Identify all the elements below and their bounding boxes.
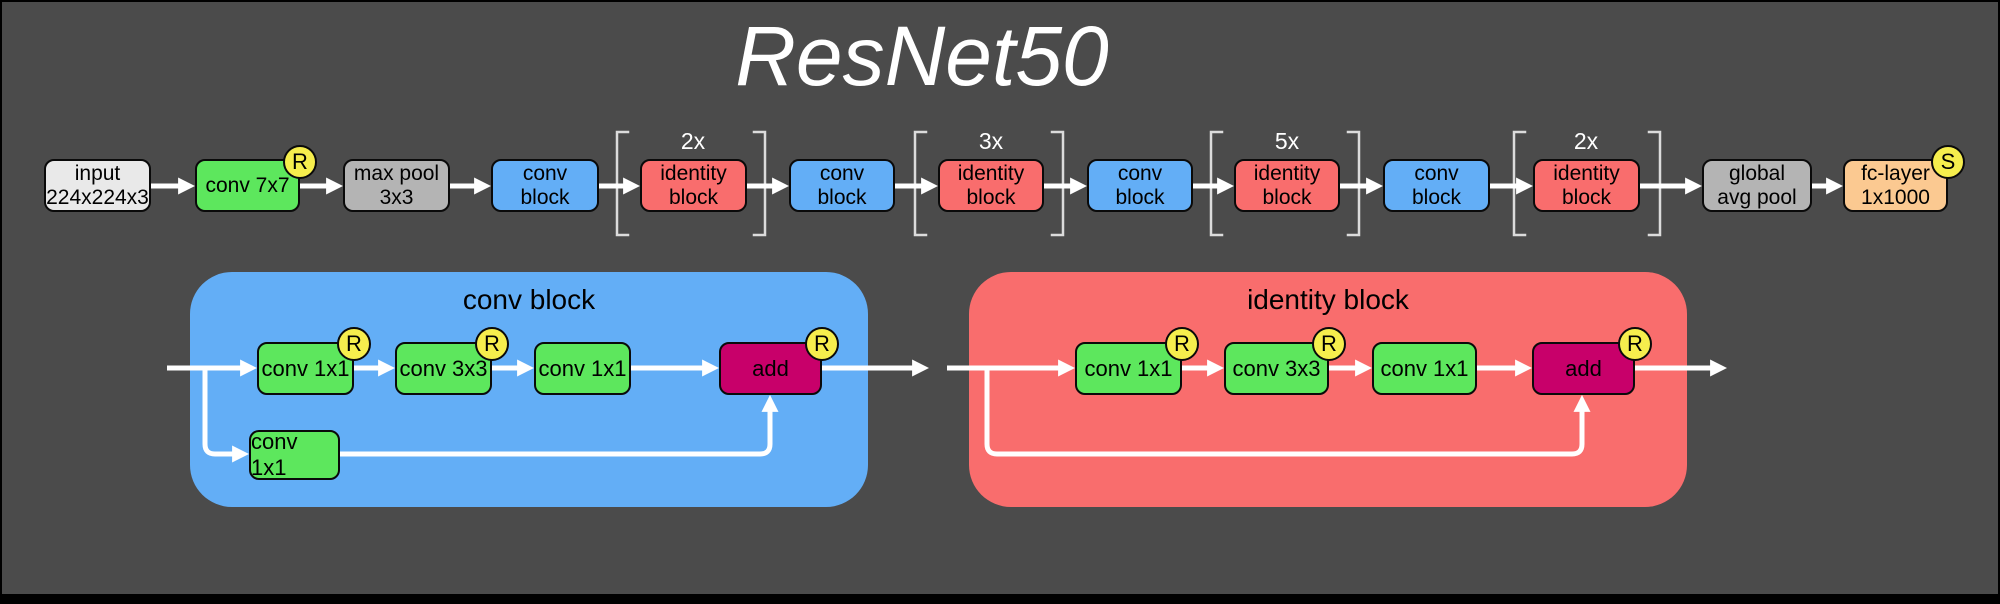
node-label: fc-layer <box>1861 161 1930 185</box>
node-label: identity <box>660 161 727 185</box>
node-label: conv 7x7 <box>205 173 290 197</box>
pipeline-node-convblock-2: conv block <box>789 159 895 212</box>
conv-1x1-box: conv 1x1 <box>1075 342 1182 395</box>
node-label: input <box>74 161 121 185</box>
pipeline-node-fclayer: fc-layer 1x1000 <box>1843 159 1948 212</box>
node-label: identity <box>957 161 1025 185</box>
box-label: conv 3x3 <box>399 355 488 381</box>
box-label: conv 1x1 <box>1380 355 1469 381</box>
conv-1x1-box: conv 1x1 <box>257 342 354 395</box>
node-label: block <box>1411 185 1462 209</box>
conv-3x3-box: conv 3x3 <box>395 342 492 395</box>
softmax-badge: S <box>1931 145 1965 179</box>
box-label: conv 1x1 <box>538 355 627 381</box>
node-label: 224x224x3 <box>46 185 149 209</box>
node-label: identity <box>1253 161 1321 185</box>
node-label: conv <box>1414 161 1459 185</box>
shortcut-conv-1x1-box: conv 1x1 <box>249 429 340 480</box>
box-label: conv 1x1 <box>1084 355 1173 381</box>
pipeline-node-convblock-1: conv block <box>491 159 599 212</box>
node-label: conv <box>819 161 865 185</box>
conv-1x1-box: conv 1x1 <box>1372 342 1477 395</box>
node-label: block <box>668 185 719 209</box>
identity-block-wiring <box>947 359 1728 457</box>
pipeline-node-identityblock-3: identity block <box>1234 159 1340 212</box>
pipeline-node-identityblock-1: identity block <box>640 159 747 212</box>
add-box: add <box>1532 342 1635 395</box>
relu-badge: R <box>337 327 371 361</box>
pipeline-node-identityblock-4: identity block <box>1533 159 1640 212</box>
repeat-count-label: 2x <box>1573 128 1599 154</box>
node-label: block <box>1115 185 1165 209</box>
pipeline-node-conv7x7: conv 7x7 <box>195 159 300 212</box>
pipeline-node-globalavgpool: global avg pool <box>1702 159 1812 212</box>
node-label: 1x1000 <box>1861 185 1930 209</box>
box-label: conv 1x1 <box>261 355 350 381</box>
relu-badge: R <box>475 327 509 361</box>
conv-3x3-box: conv 3x3 <box>1224 342 1329 395</box>
conv-1x1-box: conv 1x1 <box>534 342 631 395</box>
relu-badge: R <box>1165 327 1199 361</box>
node-label: global <box>1728 161 1786 185</box>
node-label: conv <box>522 161 568 185</box>
node-label: block <box>1262 185 1312 209</box>
box-label: conv 3x3 <box>1232 355 1321 381</box>
node-label: block <box>966 185 1016 209</box>
node-label: avg pool <box>1717 185 1797 209</box>
repeat-count-label: 5x <box>1274 128 1300 154</box>
conv-block-title: conv block <box>462 284 596 315</box>
node-label: max pool <box>353 161 440 185</box>
pipeline-node-maxpool: max pool 3x3 <box>343 159 450 212</box>
box-label: conv 1x1 <box>251 429 298 480</box>
node-label: 3x3 <box>379 185 414 209</box>
pipeline-node-convblock-3: conv block <box>1087 159 1193 212</box>
add-box: add <box>719 342 822 395</box>
repeat-count-label: 3x <box>978 128 1004 154</box>
node-label: block <box>520 185 570 209</box>
pipeline-node-identityblock-2: identity block <box>938 159 1044 212</box>
conv-block-wiring <box>167 359 930 463</box>
box-label: add <box>1565 355 1602 381</box>
box-label: add <box>752 355 789 381</box>
identity-block-title: identity block <box>1247 284 1409 315</box>
pipeline-node-convblock-4: conv block <box>1383 159 1490 212</box>
repeat-count-label: 2x <box>680 128 706 154</box>
node-label: block <box>1561 185 1612 209</box>
diagram-canvas: ResNet50 <box>2 2 1998 594</box>
relu-badge: R <box>805 327 839 361</box>
diagram-title: ResNet50 <box>735 9 1109 103</box>
node-label: identity <box>1553 161 1620 185</box>
node-label: block <box>817 185 867 209</box>
relu-badge: R <box>283 145 317 179</box>
pipeline-node-input: input 224x224x3 <box>44 159 151 212</box>
connector-layer <box>151 130 1844 463</box>
node-label: conv <box>1117 161 1163 185</box>
relu-badge: R <box>1618 327 1652 361</box>
relu-badge: R <box>1312 327 1346 361</box>
